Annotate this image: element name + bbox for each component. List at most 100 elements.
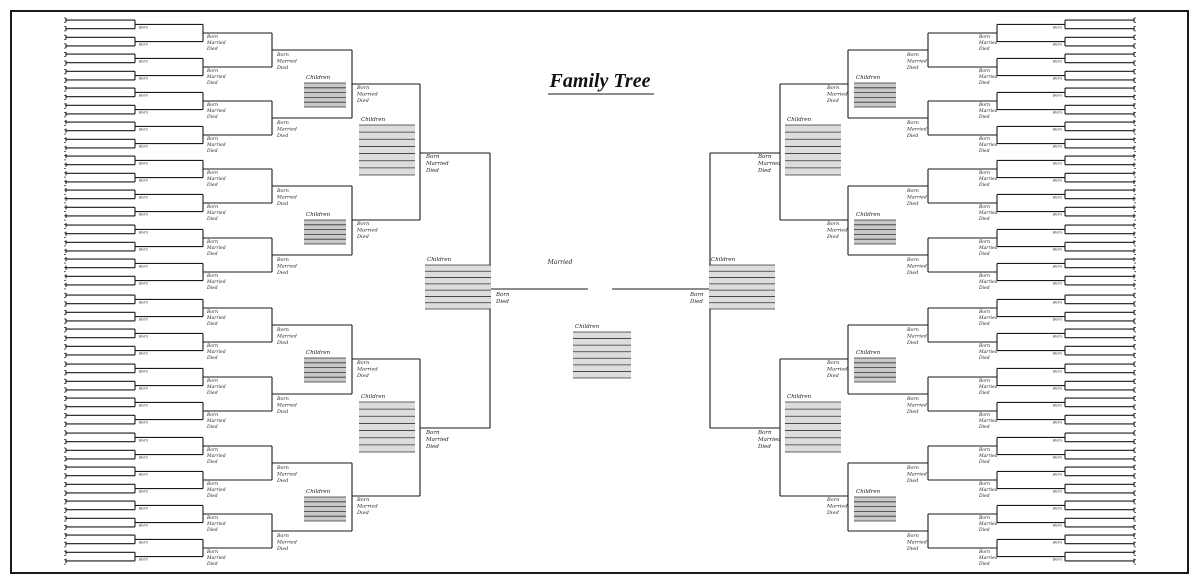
gen5-person-left-born-label: Born: [138, 230, 149, 234]
gen5-person-right-born-label: Born: [1052, 300, 1063, 304]
gen4-person-right-died-label: Died: [978, 80, 990, 86]
gen4-person-right-married-label: Married: [978, 418, 998, 424]
gen1-person-left-married-label: Married: [425, 161, 449, 167]
gen5-person-left-born-label: Born: [138, 472, 149, 476]
gen3-person-right-died-label: Died: [906, 270, 918, 276]
gen4-person-left-died-label: Died: [206, 216, 218, 222]
gen2-person-left-married-label: Married: [356, 367, 378, 373]
gen3-children-right-label: Children: [856, 212, 881, 218]
gen4-person-left-born-label: Born: [206, 412, 218, 418]
gen4-person-right-died-label: Died: [978, 46, 990, 52]
gen3-person-left-died-label: Died: [276, 65, 288, 71]
gen3-person-left-married-label: Married: [276, 58, 297, 64]
gen5-person-right-born-label: Born: [1052, 59, 1063, 63]
gen4-person-left-died-label: Died: [206, 148, 218, 154]
gen5-person-left-born-label: Born: [138, 127, 149, 131]
gen3-children-right-shade: [854, 358, 896, 382]
gen4-person-right-born-label: Born: [978, 102, 990, 108]
gen5-person-right-born-label: Born: [1052, 43, 1063, 47]
gen4-person-left-married-label: Married: [206, 418, 226, 424]
gen3-person-left-died-label: Died: [276, 270, 288, 276]
gen5-person-right-born-label: Born: [1052, 195, 1063, 199]
gen3-children-left-shade: [304, 497, 346, 521]
center-children-shade: [573, 332, 631, 378]
gen3-person-left-married-label: Married: [276, 333, 297, 339]
gen4-person-left-married-label: Married: [206, 384, 226, 390]
gen3-children-right-shade: [854, 83, 896, 107]
gen4-person-right-married-label: Married: [978, 40, 998, 46]
gen2-person-right-died-label: Died: [826, 510, 839, 516]
gen4-person-left-married-label: Married: [206, 487, 226, 493]
gen5-person-right-born-label: Born: [1052, 472, 1063, 476]
gen3-person-right-born-label: Born: [906, 465, 919, 471]
gen4-person-left-married-label: Married: [206, 349, 226, 355]
gen2-person-right-born-label: Born: [826, 85, 839, 91]
gen5-person-right-born-label: Born: [1052, 403, 1063, 407]
gen3-person-left-married-label: Married: [276, 263, 297, 269]
tree-labels: BornDiedBornMarriedDiedBornMarriedDiedBo…: [138, 25, 1063, 567]
gen2-person-right-married-label: Married: [826, 92, 848, 98]
gen5-person-right-born-label: Born: [1052, 282, 1063, 286]
gen4-person-left-born-label: Born: [206, 378, 218, 384]
gen5-person-left-born-label: Born: [138, 352, 149, 356]
gen5-person-left-born-label: Born: [138, 540, 149, 544]
gen1-children-right-label: Children: [711, 257, 736, 263]
gen4-person-right-born-label: Born: [978, 170, 990, 176]
gen3-children-left-shade: [304, 220, 346, 244]
gen4-person-right-married-label: Married: [978, 453, 998, 459]
gen5-person-right-born-label: Born: [1052, 490, 1063, 494]
gen3-person-right-died-label: Died: [906, 409, 918, 415]
gen3-person-left-married-label: Married: [276, 402, 297, 408]
gen2-person-right-married-label: Married: [826, 504, 848, 510]
gen4-person-left-died-label: Died: [206, 390, 218, 396]
gen4-person-left-died-label: Died: [206, 251, 218, 257]
gen4-person-left-born-label: Born: [206, 549, 218, 555]
gen5-person-right-born-label: Born: [1052, 127, 1063, 131]
gen1-children-right-shade: [709, 265, 775, 309]
gen5-person-right-born-label: Born: [1052, 145, 1063, 149]
gen4-person-left-married-label: Married: [206, 521, 226, 527]
gen1-children-left-shade: [425, 265, 491, 309]
gen5-person-left-born-label: Born: [138, 59, 149, 63]
gen4-person-left-died-label: Died: [206, 561, 218, 567]
chart-border: [10, 10, 1189, 574]
gen5-person-left-born-label: Born: [138, 506, 149, 510]
gen5-person-left-born-label: Born: [138, 334, 149, 338]
gen4-person-right-born-label: Born: [978, 515, 990, 521]
page-title: Family Tree: [549, 70, 651, 92]
gen4-person-left-born-label: Born: [206, 273, 218, 279]
gen5-person-right-born-label: Born: [1052, 318, 1063, 322]
gen3-person-left-born-label: Born: [276, 327, 289, 333]
gen4-person-right-born-label: Born: [978, 34, 990, 40]
gen4-person-left-born-label: Born: [206, 34, 218, 40]
gen3-person-left-died-label: Died: [276, 340, 288, 346]
gen4-person-right-died-label: Died: [978, 182, 990, 188]
gen4-person-right-died-label: Died: [978, 561, 990, 567]
gen5-person-left-born-label: Born: [138, 403, 149, 407]
gen4-person-left-died-label: Died: [206, 285, 218, 291]
gen3-person-left-married-label: Married: [276, 539, 297, 545]
tree-ticks: [64, 17, 1136, 565]
gen1-person-right-died-label: Died: [757, 444, 771, 450]
gen4-person-left-born-label: Born: [206, 447, 218, 453]
gen4-person-left-married-label: Married: [206, 555, 226, 561]
gen3-person-right-married-label: Married: [906, 333, 927, 339]
gen4-person-left-married-label: Married: [206, 74, 226, 80]
center-children-label: Children: [575, 324, 600, 330]
gen5-person-left-born-label: Born: [138, 421, 149, 425]
gen5-person-left-born-label: Born: [138, 43, 149, 47]
gen3-person-right-died-label: Died: [906, 65, 918, 71]
gen3-person-right-died-label: Died: [906, 340, 918, 346]
gen5-person-right-born-label: Born: [1052, 524, 1063, 528]
gen5-person-right-born-label: Born: [1052, 540, 1063, 544]
gen2-person-left-born-label: Born: [356, 497, 369, 503]
gen4-person-right-married-label: Married: [978, 384, 998, 390]
gen2-children-left-shade: [359, 125, 415, 175]
gen1-person-left-married-label: Married: [425, 437, 449, 443]
gen4-person-left-born-label: Born: [206, 136, 218, 142]
gen3-person-right-born-label: Born: [906, 120, 919, 126]
gen5-person-right-born-label: Born: [1052, 25, 1063, 29]
gen4-person-right-born-label: Born: [978, 549, 990, 555]
gen4-person-left-married-label: Married: [206, 142, 226, 148]
gen3-person-left-born-label: Born: [276, 533, 289, 539]
